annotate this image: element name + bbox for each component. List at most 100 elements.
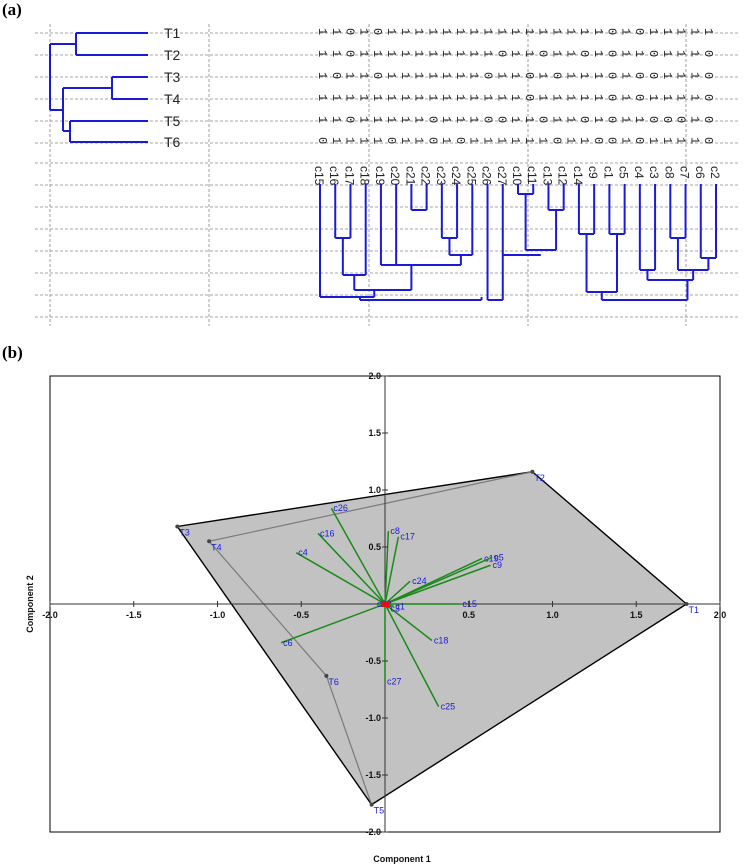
- binary-cell: 1: [467, 72, 481, 79]
- plot-frame: [49, 375, 721, 833]
- binary-cell: 1: [577, 94, 591, 101]
- binary-cell: 1: [384, 50, 398, 57]
- point-label-T3: T3: [179, 527, 190, 537]
- binary-cell: 1: [398, 137, 412, 144]
- binary-cell: 1: [356, 50, 370, 57]
- vector-label-c15: c15: [462, 599, 477, 609]
- binary-cell: 0: [522, 72, 536, 79]
- binary-cell: 1: [591, 72, 605, 79]
- binary-cell: 1: [618, 116, 632, 123]
- binary-cell: 1: [674, 137, 688, 144]
- character-label-c20: c20: [388, 166, 402, 186]
- binary-cell: 1: [356, 94, 370, 101]
- binary-cell: 1: [577, 137, 591, 144]
- character-label-c27: c27: [495, 166, 509, 186]
- binary-cell: 1: [329, 94, 343, 101]
- binary-cell: 1: [384, 116, 398, 123]
- binary-cell: 0: [605, 137, 619, 144]
- binary-cell: 1: [618, 72, 632, 79]
- binary-cell: 1: [384, 28, 398, 35]
- binary-cell: 1: [591, 94, 605, 101]
- binary-cell: 0: [370, 72, 384, 79]
- point-label-T2: T2: [534, 473, 545, 483]
- binary-cell: 0: [605, 72, 619, 79]
- sample-label-T5: T5: [164, 113, 181, 129]
- binary-cell: 0: [343, 50, 357, 57]
- binary-cell: 0: [494, 116, 508, 123]
- binary-cell: 1: [467, 28, 481, 35]
- binary-cell: 1: [439, 50, 453, 57]
- binary-cell: 1: [439, 137, 453, 144]
- binary-cell: 0: [605, 94, 619, 101]
- binary-cell: 1: [370, 94, 384, 101]
- point-T5: [369, 802, 374, 807]
- vector-label-c1: c1: [395, 601, 405, 611]
- binary-cell: 1: [315, 28, 329, 35]
- binary-cell: 1: [508, 50, 522, 57]
- character-label-c26: c26: [480, 166, 494, 186]
- sample-label-T3: T3: [164, 69, 181, 85]
- character-label-c11: c11: [525, 166, 539, 185]
- binary-cell: 1: [687, 72, 701, 79]
- character-label-c7: c7: [678, 166, 692, 179]
- sample-label-T2: T2: [164, 47, 181, 63]
- binary-cell: 1: [591, 28, 605, 35]
- binary-cell: 1: [453, 94, 467, 101]
- binary-cell: 0: [701, 94, 715, 101]
- binary-cell: 1: [425, 28, 439, 35]
- binary-cell: 1: [398, 94, 412, 101]
- binary-cell: 0: [646, 50, 660, 57]
- vector-label-c9: c9: [493, 560, 503, 570]
- binary-cell: 1: [522, 28, 536, 35]
- y-tick-label: -1.5: [365, 770, 381, 780]
- vector-label-c27: c27: [387, 677, 402, 687]
- character-label-c16: c16: [327, 166, 341, 186]
- x-tick-label: -1.0: [210, 610, 226, 620]
- binary-cell: 1: [563, 137, 577, 144]
- x-tick-label: 0.5: [462, 610, 475, 620]
- binary-cell: 1: [660, 72, 674, 79]
- binary-cell: 0: [632, 72, 646, 79]
- vector-label-c3: c3: [390, 604, 400, 614]
- character-label-c14: c14: [571, 166, 585, 186]
- sample-dendrogram: [49, 32, 148, 143]
- binary-cell: 1: [494, 28, 508, 35]
- binary-cell: 0: [549, 137, 563, 144]
- binary-cell: 1: [508, 28, 522, 35]
- binary-cell: 1: [687, 116, 701, 123]
- binary-cell: 1: [508, 94, 522, 101]
- binary-cell: 0: [481, 72, 495, 79]
- axes: [50, 376, 720, 832]
- binary-cell: 0: [536, 50, 550, 57]
- binary-cell: 0: [674, 116, 688, 123]
- binary-cell: 1: [384, 94, 398, 101]
- binary-cell: 1: [508, 116, 522, 123]
- binary-cell: 0: [577, 116, 591, 123]
- vector-label-c6: c6: [283, 638, 293, 648]
- x-tick-label: 1.5: [630, 610, 643, 620]
- binary-cell: 0: [701, 50, 715, 57]
- binary-cell: 1: [701, 28, 715, 35]
- vector-label-c24: c24: [412, 576, 427, 586]
- binary-cell: 0: [370, 28, 384, 35]
- binary-cell: 1: [439, 28, 453, 35]
- binary-cell: 1: [632, 116, 646, 123]
- binary-cell: 0: [481, 116, 495, 123]
- binary-cell: 1: [618, 94, 632, 101]
- binary-cell: 1: [343, 72, 357, 79]
- binary-cell: 1: [453, 72, 467, 79]
- binary-cell: 1: [412, 137, 426, 144]
- convex-hull: [176, 471, 688, 806]
- binary-cell: 1: [315, 72, 329, 79]
- character-dendrogram: [319, 184, 717, 301]
- binary-cell: 1: [370, 137, 384, 144]
- sample-label-T4: T4: [164, 91, 181, 107]
- sample-label-T1: T1: [164, 25, 181, 41]
- point-T1: [684, 602, 689, 606]
- binary-cell: 1: [522, 116, 536, 123]
- binary-cell: 1: [660, 50, 674, 57]
- point-label-T1: T1: [689, 605, 700, 615]
- character-label-c8: c8: [662, 166, 676, 179]
